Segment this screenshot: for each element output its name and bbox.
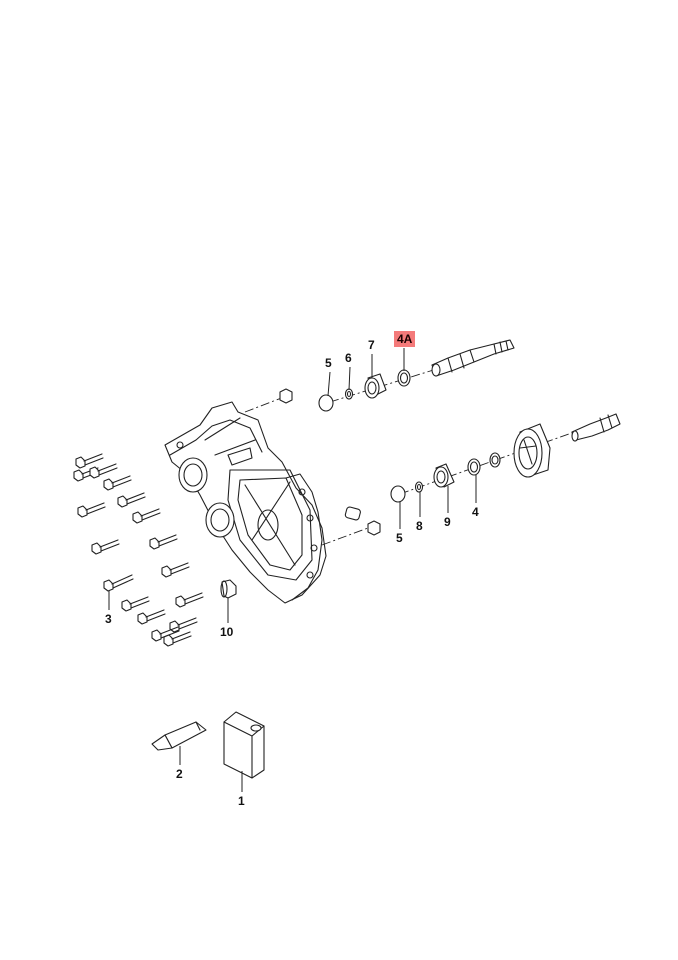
- plug-10: [220, 579, 237, 599]
- axis-lower-nut: [321, 527, 369, 546]
- callout-5-lower[interactable]: 5: [396, 531, 403, 545]
- bolt: [163, 631, 192, 647]
- bolt-set: [73, 453, 204, 647]
- nut-lower: [367, 520, 381, 536]
- callout-7[interactable]: 7: [368, 338, 375, 352]
- upper-shaft-assembly: [318, 339, 515, 412]
- axis-lower-shaft: [399, 429, 581, 495]
- callout-10[interactable]: 10: [220, 625, 234, 639]
- bolt: [137, 609, 166, 625]
- bolt-3: [103, 574, 134, 592]
- bolt: [75, 453, 104, 469]
- bolt: [161, 562, 190, 578]
- bolt: [121, 596, 150, 612]
- bolt: [117, 492, 146, 508]
- callout-9[interactable]: 9: [444, 515, 451, 529]
- callout-5-upper[interactable]: 5: [325, 356, 332, 370]
- callout-4[interactable]: 4: [472, 505, 479, 519]
- housing-cover: [164, 401, 327, 604]
- oil-container-1: [223, 711, 265, 779]
- dowel-block: [344, 506, 361, 521]
- bolt: [89, 463, 118, 479]
- callout-8[interactable]: 8: [416, 519, 423, 533]
- bolt: [169, 617, 198, 633]
- callout-3[interactable]: 3: [105, 612, 112, 626]
- bolt: [103, 475, 132, 491]
- bolt: [91, 539, 120, 555]
- bolt: [175, 592, 204, 608]
- nut-upper: [279, 388, 293, 404]
- sealant-tube-2: [151, 721, 207, 751]
- axis-upper-nut: [244, 396, 285, 413]
- bolt: [149, 534, 178, 550]
- bolt: [132, 508, 161, 524]
- callout-1[interactable]: 1: [238, 794, 245, 808]
- leader-lines: [108, 348, 477, 792]
- bolt: [151, 626, 180, 642]
- bolt: [77, 502, 106, 518]
- lower-shaft-assembly: [390, 413, 621, 503]
- callout-2[interactable]: 2: [176, 767, 183, 781]
- callout-6[interactable]: 6: [345, 351, 352, 365]
- callout-4a-highlighted[interactable]: 4A: [394, 331, 416, 347]
